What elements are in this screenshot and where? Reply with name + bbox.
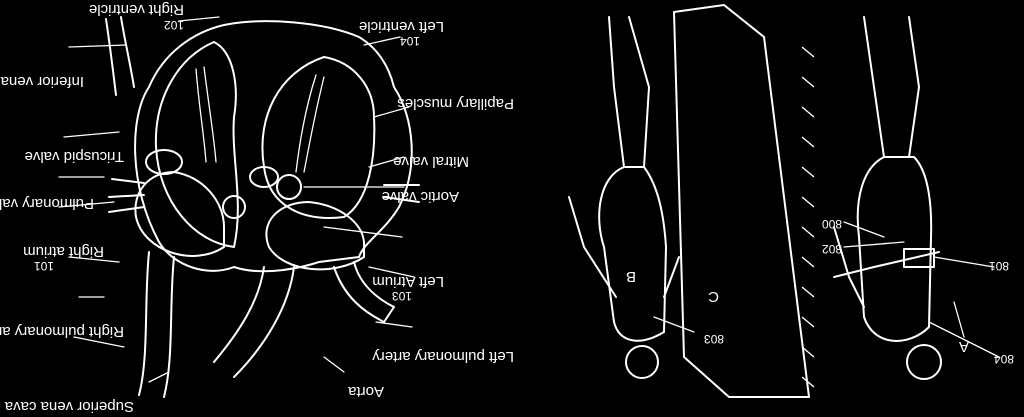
operator-body [833, 16, 933, 342]
label-b: B [626, 268, 636, 285]
device-wand [833, 251, 940, 278]
label-papillary-muscles: Papillary muscles [397, 95, 514, 112]
label-inferior-vena-cava: Inferior vena cava [0, 73, 84, 90]
operator-figure: 804 801 802 800 A [822, 16, 1014, 380]
right-atrium-chamber [134, 171, 225, 257]
table-slab [673, 4, 810, 398]
label-left-pulmonary-artery: Left pulmonary artery [372, 348, 514, 365]
label-left-atrium-num: 103 [392, 289, 412, 303]
label-803: 803 [704, 332, 724, 346]
label-tricuspid-valve: Tricuspid valve [25, 148, 124, 165]
label-804: 804 [994, 352, 1014, 366]
label-800: 800 [822, 217, 842, 231]
table-edge-hatching [801, 46, 815, 388]
inferior-vena-cava-vessel [105, 16, 135, 96]
operator-head [906, 344, 942, 380]
aortic-valve-ring [276, 174, 302, 200]
label-superior-vena-cava: Superior vena cava [4, 398, 134, 415]
label-mitral-valve: Mitral valve [393, 153, 469, 170]
left-pulmonary-branches [383, 184, 420, 203]
label-aorta: Aorta [347, 383, 384, 400]
label-aortic-valve: Aortic valve [381, 188, 459, 205]
label-a: A [959, 338, 969, 355]
label-802: 802 [822, 242, 842, 256]
label-right-pulmonary-artery: Right pulmonary artery [0, 323, 124, 340]
papillary-strands [195, 66, 325, 173]
person-b-head [625, 345, 659, 379]
figure-leader-lines [843, 221, 1000, 358]
label-801: 801 [989, 259, 1009, 273]
label-left-ventricle-num: 104 [400, 34, 420, 48]
label-pulmonary-valve: Pulmonary valve [0, 195, 94, 212]
label-left-atrium: Left Atrium [372, 273, 444, 290]
right-ventricle-chamber [154, 41, 239, 248]
label-left-ventricle: Left ventricle [359, 18, 444, 35]
label-right-atrium-num: 101 [34, 259, 54, 273]
patient-figure: B C 803 [568, 4, 815, 398]
pulmonary-valve-ring [222, 195, 246, 219]
label-right-ventricle: Right ventricle [89, 1, 184, 18]
label-c: C [708, 288, 719, 305]
mitral-valve-ring [249, 166, 279, 188]
leader-803 [653, 316, 695, 333]
aorta-vessel [213, 266, 295, 378]
right-pulmonary-branches [108, 178, 145, 213]
heart-diagram: Right ventricle 102 Left ventricle 104 I… [0, 1, 514, 415]
tricuspid-valve-ring [145, 149, 183, 175]
left-atrium-chamber [265, 201, 365, 271]
device-handle [903, 248, 935, 268]
pulmonary-trunk [333, 261, 395, 323]
heart-leader-lines [58, 16, 415, 383]
person-b-body [568, 16, 680, 342]
left-ventricle-chamber [261, 56, 376, 219]
label-right-atrium: Right atrium [23, 243, 104, 260]
superior-vena-cava-vessel [138, 251, 175, 398]
label-right-ventricle-num: 102 [164, 18, 184, 32]
heart-outline [134, 20, 413, 273]
